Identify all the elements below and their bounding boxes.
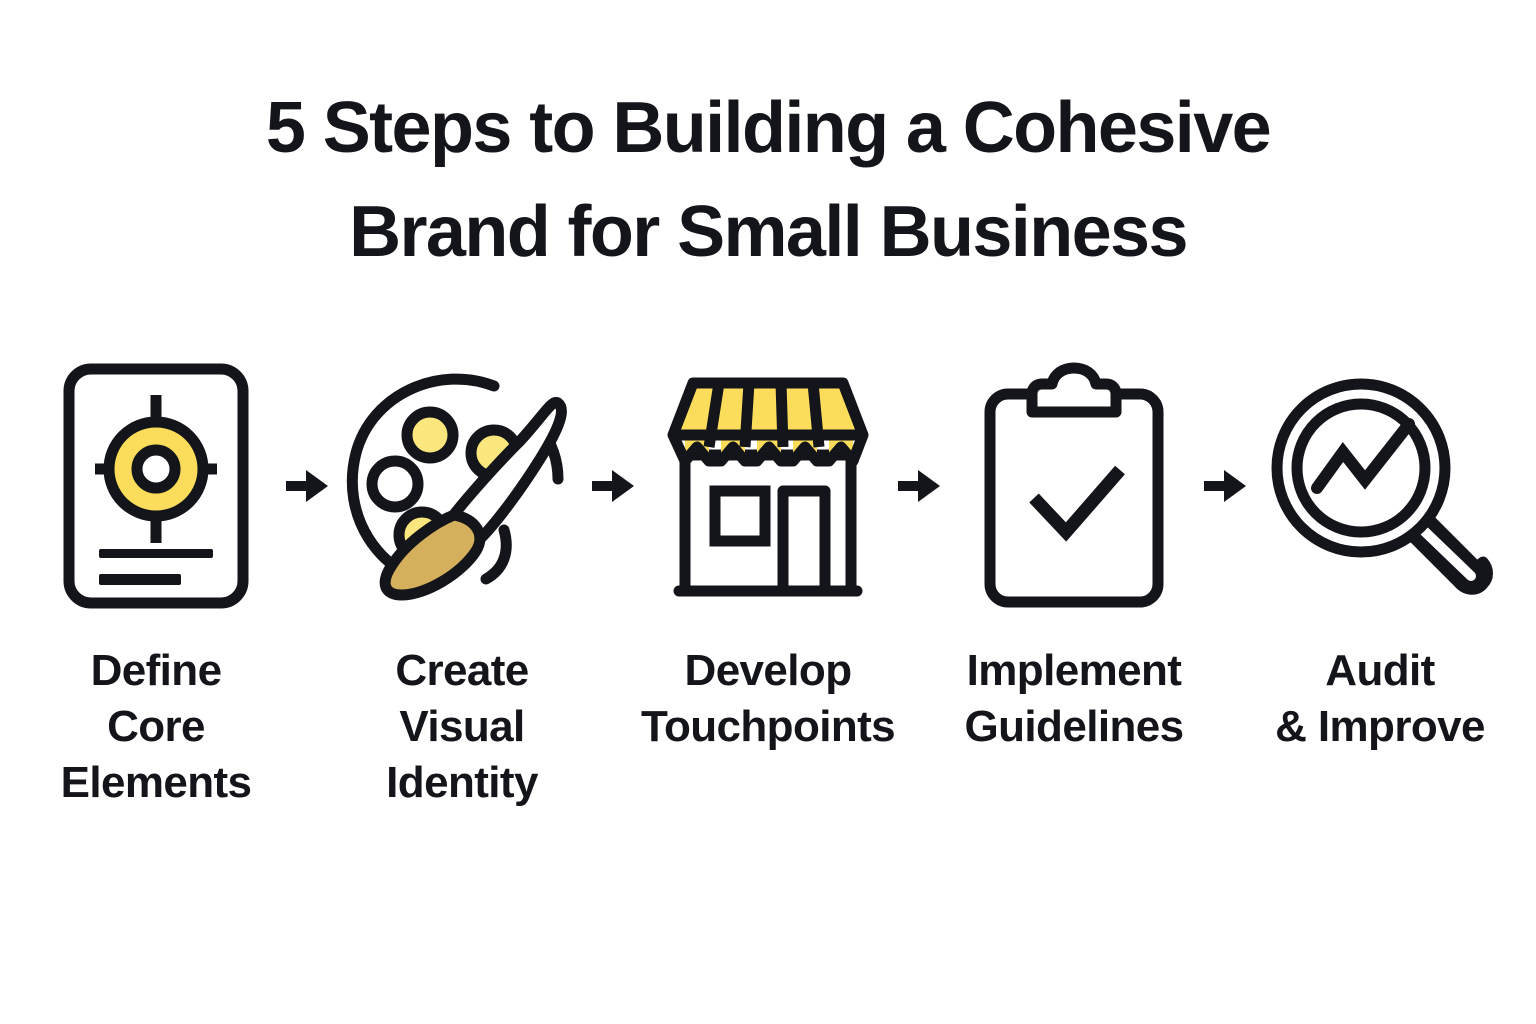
- step-4-label: Implement Guidelines: [964, 646, 1185, 751]
- step-1-define-core-elements: Define Core Elements: [32, 355, 280, 811]
- step-4-implement-guidelines: Implement Guidelines: [950, 355, 1198, 755]
- step-2-label: Create Visual Identity: [386, 646, 538, 807]
- page-title: 5 Steps to Building a Cohesive Brand for…: [0, 76, 1536, 284]
- step-5-audit-and-improve: Audit & Improve: [1256, 355, 1504, 755]
- palette-brush-icon: [338, 355, 586, 617]
- document-target-icon: [32, 355, 280, 617]
- steps-row: Define Core Elements: [52, 355, 1493, 811]
- step-3-develop-touchpoints: Develop Touchpoints: [640, 355, 896, 755]
- arrow-right-icon-2: [586, 355, 644, 617]
- title-line-1: 5 Steps to Building a Cohesive: [265, 88, 1272, 168]
- title-line-2: Brand for Small Business: [349, 192, 1188, 272]
- arrow-right-icon-1: [280, 355, 338, 617]
- storefront-icon: [644, 355, 892, 617]
- arrow-right-icon-3: [892, 355, 950, 617]
- clipboard-check-icon: [950, 355, 1198, 617]
- step-5-label: Audit & Improve: [1275, 646, 1485, 751]
- arrow-right-icon-4: [1198, 355, 1256, 617]
- step-3-label: Develop Touchpoints: [640, 646, 896, 751]
- magnifier-chart-icon: [1256, 355, 1504, 617]
- step-1-label: Define Core Elements: [60, 646, 252, 807]
- step-2-create-visual-identity: Create Visual Identity: [338, 355, 586, 811]
